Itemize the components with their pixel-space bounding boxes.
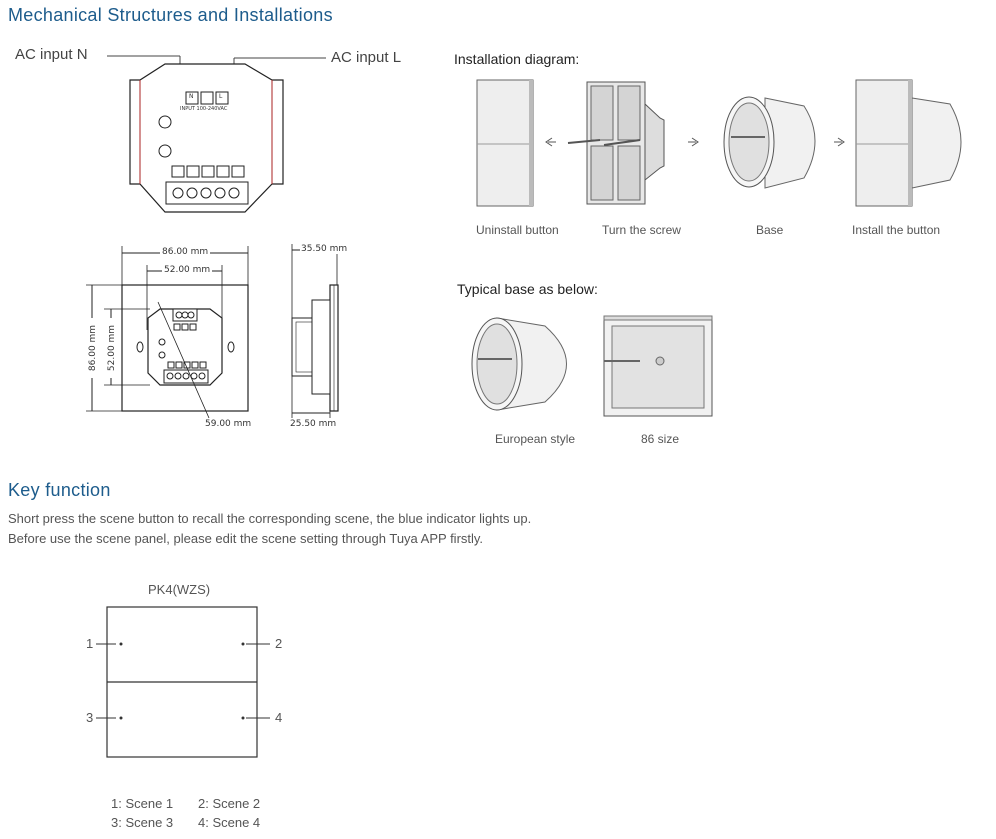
dim-width-inner: 52.00 mm	[162, 265, 213, 275]
installation-title: Installation diagram:	[454, 51, 580, 67]
base-european-style: European style	[495, 432, 576, 446]
dim-width-outer: 86.00 mm	[160, 247, 211, 257]
key-2-label: 2	[275, 636, 283, 651]
terminal-l-label: L	[219, 93, 223, 100]
step-uninstall-button: Uninstall button	[476, 223, 559, 237]
step-base: Base	[756, 223, 784, 237]
legend-scene-2: 2: Scene 2	[198, 796, 261, 811]
key-function-line-1: Short press the scene button to recall t…	[8, 511, 532, 526]
typical-base-title: Typical base as below:	[457, 281, 598, 297]
input-rating-label: INPUT 100-240VAC	[180, 106, 228, 112]
ac-input-n-label: AC input N	[15, 46, 88, 63]
section-title-mechanical: Mechanical Structures and Installations	[8, 5, 333, 25]
legend-scene-1: 1: Scene 1	[111, 796, 174, 811]
key-function-line-2: Before use the scene panel, please edit …	[8, 531, 484, 546]
step-install-button: Install the button	[852, 223, 941, 237]
legend-scene-3: 3: Scene 3	[111, 815, 174, 830]
key-1-label: 1	[86, 636, 94, 651]
section-title-key-function: Key function	[8, 480, 111, 500]
legend-scene-4: 4: Scene 4	[198, 815, 261, 830]
step-turn-screw: Turn the screw	[602, 223, 681, 237]
key-4-label: 4	[275, 710, 283, 725]
base-86-size: 86 size	[641, 432, 680, 446]
panel-model-label: PK4(WZS)	[148, 582, 211, 597]
dim-depth-body: 25.50 mm	[290, 419, 337, 429]
ac-input-l-label: AC input L	[331, 49, 402, 66]
dim-bottom: 59.00 mm	[205, 419, 252, 429]
terminal-n-label: N	[189, 93, 194, 100]
dim-depth-total: 35.50 mm	[300, 244, 349, 254]
key-3-label: 3	[86, 710, 94, 725]
